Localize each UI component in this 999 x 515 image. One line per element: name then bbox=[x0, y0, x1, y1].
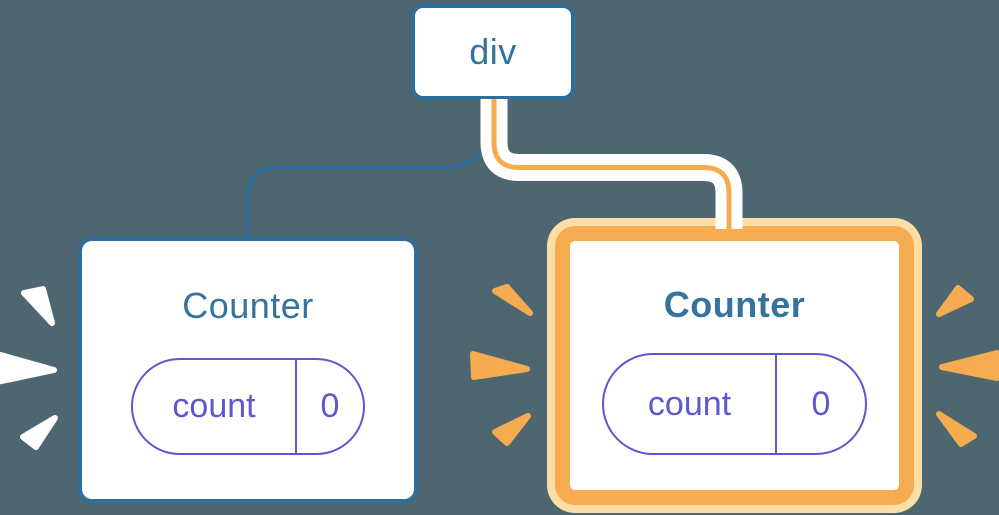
edge-root-to-right-counter bbox=[491, 99, 732, 229]
burst-wedge bbox=[936, 411, 977, 447]
counter-node-left: Counter count 0 bbox=[78, 237, 418, 503]
burst-marks-right-counter-right bbox=[936, 285, 999, 447]
burst-marks-right-counter-left bbox=[470, 284, 533, 446]
burst-wedge bbox=[20, 415, 58, 450]
state-key-label: count bbox=[172, 387, 256, 425]
root-div-label: div bbox=[469, 31, 517, 72]
edge-root-to-right-counter-casing bbox=[480, 99, 743, 229]
counter-left-title: Counter bbox=[182, 285, 314, 326]
state-value-label: 0 bbox=[775, 355, 865, 453]
burst-wedge bbox=[470, 351, 530, 380]
burst-marks-left-counter bbox=[0, 286, 58, 450]
burst-wedge bbox=[936, 285, 974, 317]
root-div-node: div bbox=[411, 4, 575, 100]
edge-root-to-left-counter bbox=[246, 103, 494, 241]
burst-wedge bbox=[492, 284, 533, 316]
burst-wedge bbox=[939, 350, 999, 381]
state-value-label: 0 bbox=[295, 360, 363, 453]
counter-right-title: Counter bbox=[663, 284, 806, 325]
burst-wedge bbox=[0, 351, 57, 385]
counter-node-right-highlight-ring: Counter count 0 bbox=[547, 218, 922, 513]
state-key-label: count bbox=[647, 384, 732, 423]
counter-left-state-pill: count 0 bbox=[131, 358, 365, 455]
burst-wedge bbox=[492, 413, 531, 446]
counter-right-state-pill: count 0 bbox=[602, 353, 867, 455]
burst-wedge bbox=[21, 286, 55, 326]
counter-node-right: Counter count 0 bbox=[555, 226, 914, 505]
